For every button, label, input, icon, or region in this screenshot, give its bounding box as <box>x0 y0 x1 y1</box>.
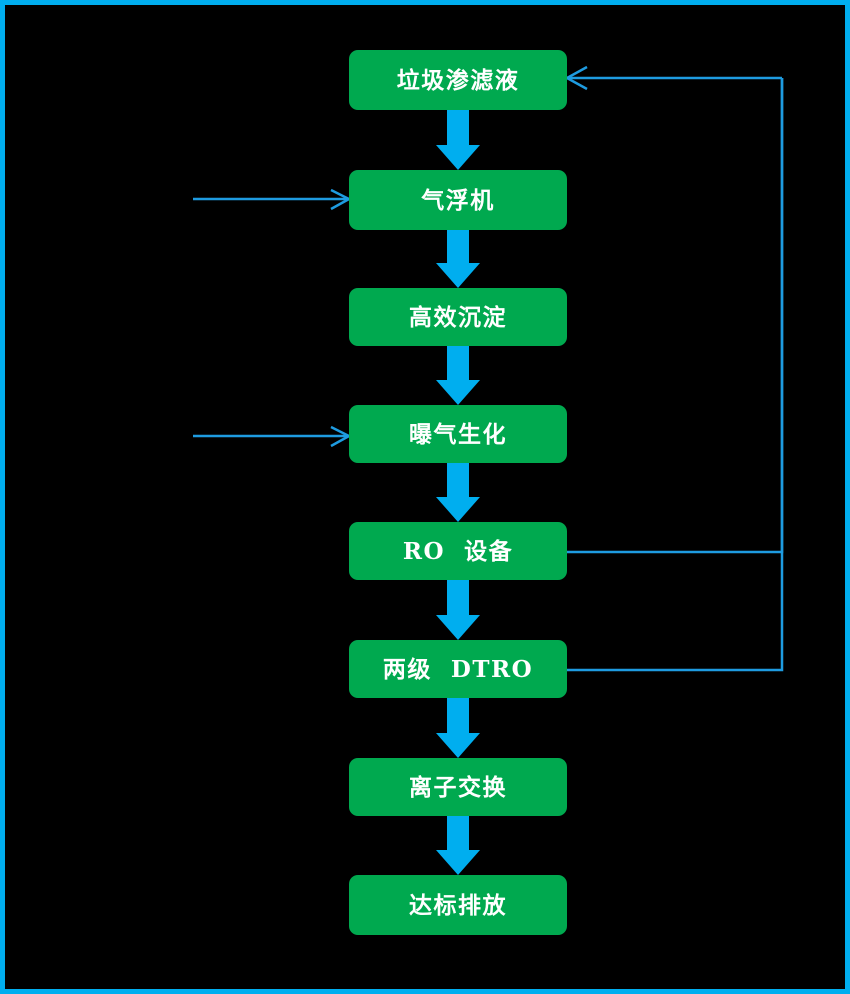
input-arrow-aeration <box>193 425 352 448</box>
node-flotation[interactable]: 气浮机 <box>349 170 567 230</box>
node-leachate[interactable]: 垃圾渗滤液 <box>349 50 567 110</box>
node-label-dtro: 两级 DTRO <box>382 655 534 683</box>
flow-arrow-settling-to-aeration <box>436 346 480 405</box>
flow-arrow-flotation-to-settling <box>436 230 480 288</box>
node-label-settling: 高效沉淀 <box>409 303 507 331</box>
input-arrow-flotation <box>193 188 352 211</box>
flow-arrow-ionexchange-to-discharge <box>436 816 480 875</box>
recycle-line-dtro <box>567 78 784 672</box>
node-label-leachate: 垃圾渗滤液 <box>396 66 520 94</box>
node-label-flotation: 气浮机 <box>421 186 495 214</box>
node-aeration[interactable]: 曝气生化 <box>349 405 567 463</box>
node-settling[interactable]: 高效沉淀 <box>349 288 567 346</box>
node-ro[interactable]: RO 设备 <box>349 522 567 580</box>
flow-arrow-ro-to-dtro <box>436 580 480 640</box>
node-dtro[interactable]: 两级 DTRO <box>349 640 567 698</box>
recycle-return-to-leachate <box>564 65 782 91</box>
node-discharge[interactable]: 达标排放 <box>349 875 567 935</box>
node-ionexchange[interactable]: 离子交换 <box>349 758 567 816</box>
node-label-aeration: 曝气生化 <box>409 420 507 448</box>
flow-arrow-aeration-to-ro <box>436 463 480 522</box>
flow-arrow-dtro-to-ionexchange <box>436 698 480 758</box>
recycle-line-ro <box>567 78 784 554</box>
node-label-ro: RO 设备 <box>402 537 514 565</box>
node-label-ionexchange: 离子交换 <box>409 773 507 801</box>
flow-arrow-leachate-to-flotation <box>436 110 480 170</box>
node-label-discharge: 达标排放 <box>409 891 507 919</box>
